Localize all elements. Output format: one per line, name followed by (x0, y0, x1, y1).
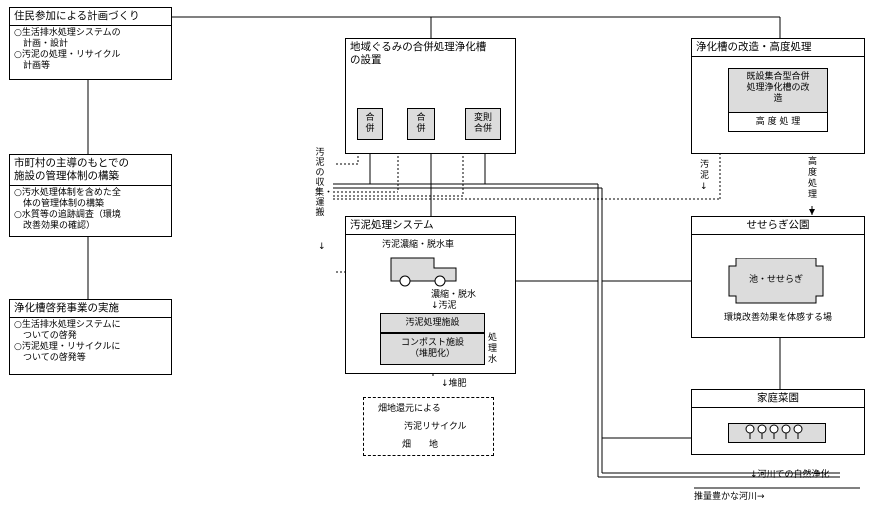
management-title: 市町村の主導のもとでの 施設の管理体制の構築 (10, 155, 171, 186)
truck-icon (390, 257, 457, 287)
planning-body: ○生活排水処理システムの 計画・設計 ○汚泥の処理・リサイクル 計画等 (14, 28, 121, 71)
management-body: ○汚水処理体制を含めた全 体の管理体制の構築 ○水質等の追跡調査（環境 改善効果… (14, 188, 121, 231)
home-garden-title: 家庭菜園 (692, 390, 864, 408)
planning-box: 住民参加による計画づくり ○生活排水処理システムの 計画・設計 ○汚泥の処理・リ… (9, 7, 172, 80)
upgrade-inner-top: 既設集合型合併 処理浄化槽の改 造 (728, 68, 828, 113)
collection-arrow: ↓ (318, 242, 326, 252)
education-title: 浄化槽啓発事業の実施 (10, 300, 171, 318)
sludge-down-label: 汚 泥 (700, 160, 710, 181)
stream-park-title: せせらぎ公園 (692, 217, 864, 235)
advanced-down-label: 高 度 処 理 (808, 157, 818, 200)
dewater-label: 濃縮・脱水 ↓汚泥 (431, 290, 477, 311)
field-recycle-box: 畑地還元による 汚泥リサイクル 畑 地 (363, 397, 494, 456)
pond-label: 池・せせらぎ (748, 275, 803, 285)
collection-transport-label: 汚泥の収集・運搬 (315, 148, 334, 218)
upgrade-title: 浄化槽の改造・高度処理 (692, 39, 864, 57)
field-line3: 畑 地 (402, 440, 439, 450)
truck-label: 汚泥濃縮・脱水車 (382, 240, 455, 250)
river-purification-label: ↓河川での自然浄化 (750, 470, 830, 480)
upgrade-inner-bottom: 高 度 処 理 (728, 112, 828, 132)
education-body: ○生活排水処理システムに ついての啓発 ○汚泥処理・リサイクルに ついての啓発等 (14, 320, 121, 363)
management-box: 市町村の主導のもとでの 施設の管理体制の構築 ○汚水処理体制を含めた全 体の管理… (9, 154, 172, 237)
river-rich-label: 推量豊かな河川→ (694, 492, 765, 502)
treated-water-label: 処 理 水 (488, 333, 498, 365)
compost-arrow-label: ↓堆肥 (441, 379, 467, 389)
advanced-treatment-label: 高 度 処 理 (755, 117, 801, 127)
sludge-down-arrow: ↓ (700, 182, 708, 192)
tank-irregular: 変則 合併 (465, 108, 501, 140)
education-box: 浄化槽啓発事業の実施 ○生活排水処理システムに ついての啓発 ○汚泥処理・リサイ… (9, 299, 172, 375)
sludge-system-title: 汚泥処理システム (346, 217, 515, 235)
planning-title: 住民参加による計画づくり (10, 8, 171, 26)
field-line2: 汚泥リサイクル (404, 422, 467, 432)
compost-facility: コンポスト施設 （堆肥化） (380, 333, 485, 365)
tank-joint-1: 合 併 (357, 108, 383, 140)
community-septic-title: 地域ぐるみの合併処理浄化槽 の設置 (350, 41, 487, 66)
sludge-facility: 汚泥処理施設 (380, 313, 485, 333)
field-line1: 畑地還元による (378, 404, 441, 414)
home-garden-box: 家庭菜園 (691, 389, 865, 455)
garden-trees-icon (728, 423, 826, 443)
pond-shape (728, 258, 824, 304)
tank-joint-2: 合 併 (407, 108, 435, 140)
stream-park-caption: 環境改善効果を体感する場 (723, 313, 832, 323)
